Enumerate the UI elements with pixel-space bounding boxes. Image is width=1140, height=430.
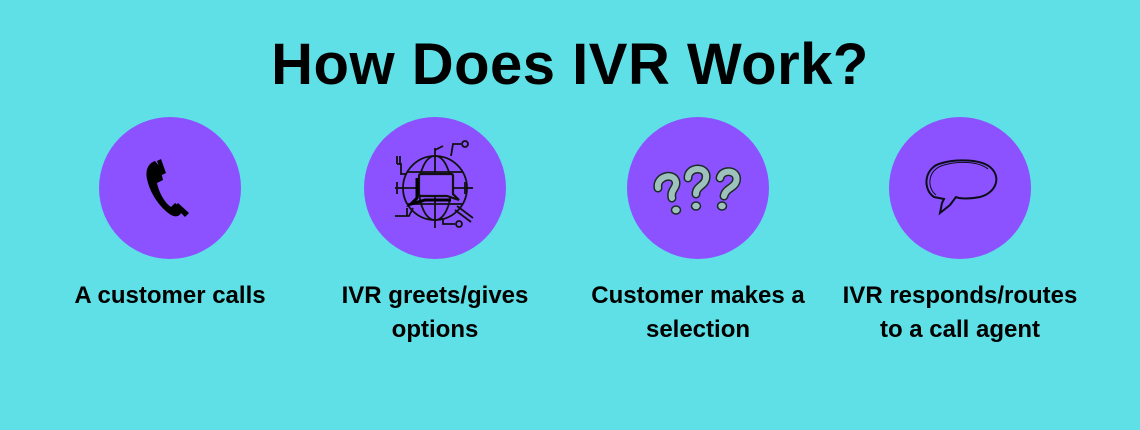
phone-icon [146, 159, 189, 217]
step-ivr-greets: IVR greets/gives options [305, 117, 565, 347]
step-label: Customer makes a selection [591, 282, 805, 343]
speech-bubble-icon [925, 159, 998, 216]
question-marks-icon [653, 164, 742, 215]
step-circle [99, 117, 241, 259]
step-label: A customer calls [74, 282, 266, 309]
globe-chat-icon [395, 140, 474, 228]
step-label: IVR greets/gives options [341, 282, 529, 343]
step-circle [627, 117, 769, 259]
step-circle [889, 117, 1031, 259]
step-customer-selects: Customer makes a selection [568, 117, 828, 347]
step-circle [364, 117, 506, 259]
page-title: How Does IVR Work? [271, 32, 869, 97]
step-customer-calls: A customer calls [40, 117, 300, 313]
step-ivr-routes: IVR responds/routes to a call agent [830, 117, 1090, 347]
step-label: IVR responds/routes to a call agent [842, 282, 1078, 343]
